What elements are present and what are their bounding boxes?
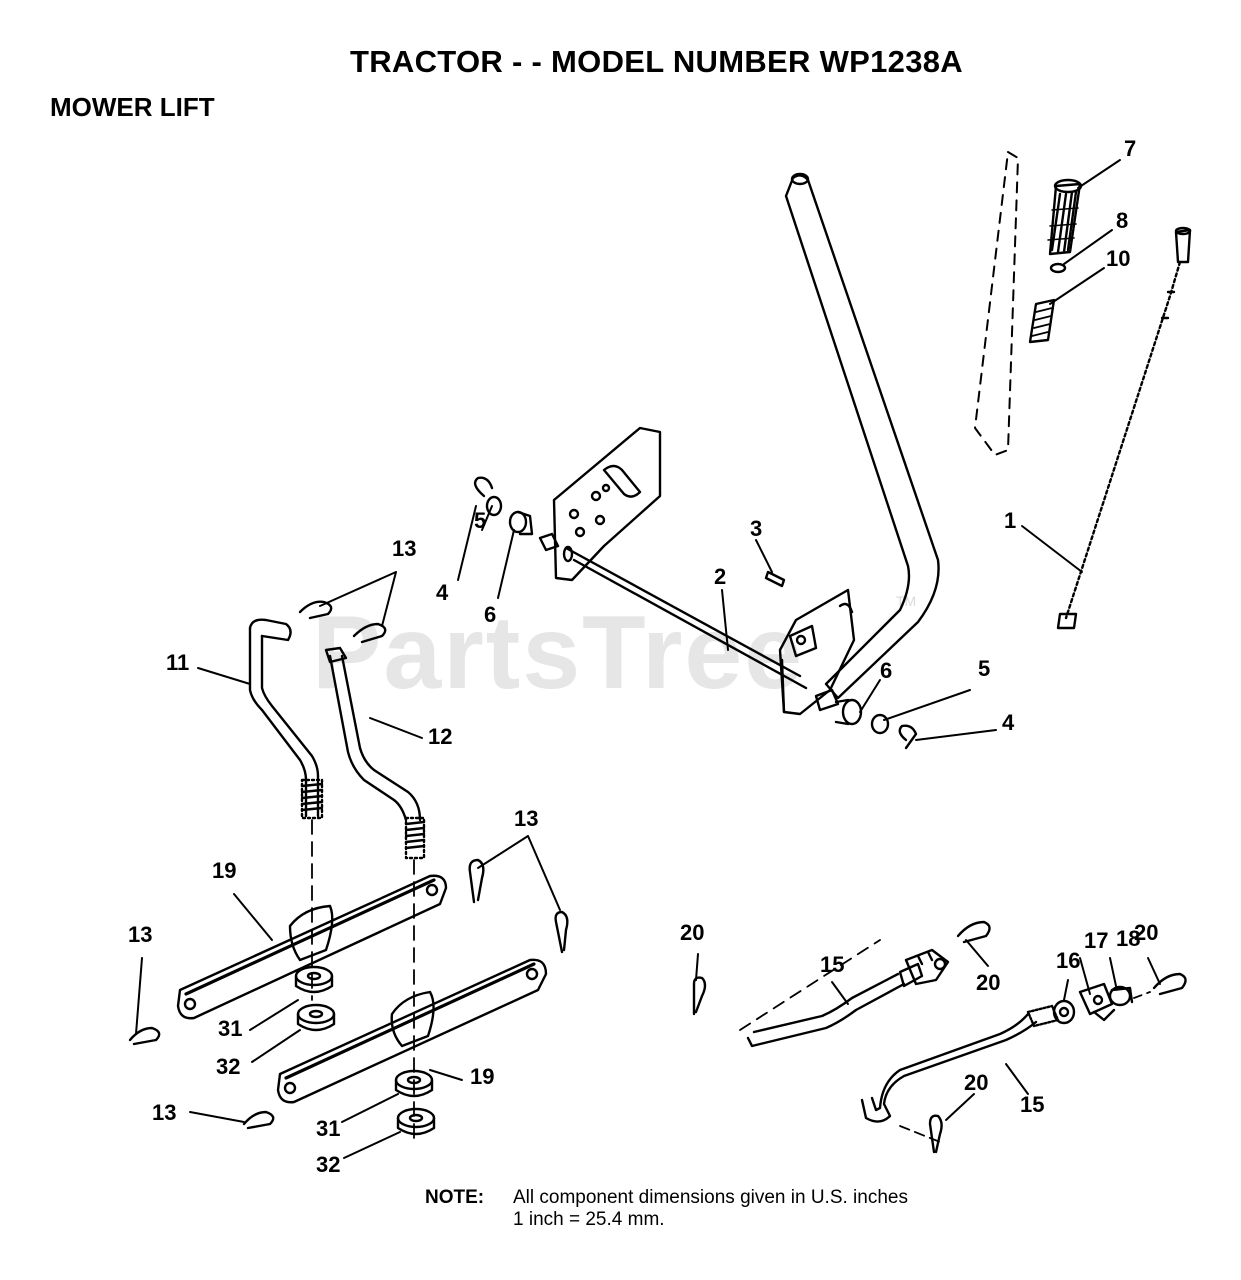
callout-5-bottom: 5 (978, 656, 990, 681)
nut-16 (1052, 999, 1076, 1025)
hairpin-clip-13-a (298, 600, 333, 620)
washer-5-bottom (870, 713, 890, 735)
callout-19-upper: 19 (212, 858, 236, 883)
callout-20-bottom: 20 (964, 1070, 988, 1095)
callout-6-bottom: 6 (880, 658, 892, 683)
callout-5-top: 5 (474, 508, 486, 533)
page-title: TRACTOR - - MODEL NUMBER WP1238A (350, 44, 963, 79)
callout-13-top: 13 (392, 536, 416, 561)
washer-31-upper (294, 965, 334, 994)
nut-32-lower (396, 1107, 436, 1136)
callout-20-left: 20 (680, 920, 704, 945)
nut-32-upper (296, 1003, 336, 1032)
callout-8: 8 (1116, 208, 1128, 233)
callout-17: 17 (1084, 928, 1108, 953)
mounting-plate (552, 426, 662, 582)
callout-20-middle: 20 (976, 970, 1000, 995)
hairpin-clip-13-f (242, 1110, 275, 1130)
callout-31-lower: 31 (316, 1116, 340, 1141)
assembly-line-d (899, 1125, 941, 1143)
dimension-note: NOTE: All component dimensions given in U… (425, 1187, 908, 1231)
lift-rod (1056, 226, 1192, 630)
callout-11: 11 (166, 650, 189, 675)
callout-13-bottom: 13 (152, 1100, 176, 1125)
lift-arm-19-lower (276, 958, 548, 1104)
callout-32-upper: 32 (216, 1054, 240, 1079)
pin-3 (764, 570, 786, 588)
adjustment-link-15-upper (746, 962, 924, 1048)
trunnion-upper (904, 948, 950, 986)
callout-18: 18 (1116, 926, 1140, 951)
hairpin-clip-20-a (692, 976, 707, 1016)
callout-13-right: 13 (514, 806, 538, 831)
callout-32-lower: 32 (316, 1152, 340, 1177)
spring (1028, 298, 1056, 344)
washer-31-lower (394, 1069, 434, 1098)
callout-1: 1 (1004, 508, 1016, 533)
washer (1049, 262, 1067, 274)
hairpin-clip-13-b (352, 622, 387, 644)
callout-3: 3 (750, 516, 762, 541)
lift-link-11 (248, 618, 324, 820)
bushing-6-top (508, 510, 534, 536)
callout-labels: 7 8 10 1 5 4 6 3 2 6 5 4 13 11 12 13 19 … (128, 136, 1158, 1177)
callout-13-left: 13 (128, 922, 152, 947)
callout-31-upper: 31 (218, 1016, 242, 1041)
callout-2: 2 (714, 564, 726, 589)
lift-handle (778, 172, 940, 716)
callout-7: 7 (1124, 136, 1136, 161)
lift-link-12 (324, 646, 426, 860)
handle-dashed-outline (974, 151, 1019, 456)
bushing-18 (1108, 985, 1134, 1007)
lift-arm-19-upper (176, 874, 448, 1020)
assembly-line-e (1133, 991, 1151, 999)
callout-19-lower: 19 (470, 1064, 494, 1089)
note-line-1: All component dimensions given in U.S. i… (513, 1187, 908, 1208)
section-title: MOWER LIFT (50, 92, 215, 122)
cross-shaft (538, 532, 808, 690)
callout-15-upper: 15 (820, 952, 844, 977)
callout-16: 16 (1056, 948, 1080, 973)
hairpin-clip-20-c (928, 1114, 943, 1154)
callout-15-lower: 15 (1020, 1092, 1044, 1117)
hairpin-clip-13-d (554, 910, 569, 954)
leader-lines (135, 159, 1161, 1159)
clip-4-top (473, 476, 494, 498)
callout-12: 12 (428, 724, 452, 749)
assembly-line-c (739, 939, 881, 1031)
hairpin-clip-20-d (1152, 972, 1187, 996)
note-label: NOTE: (425, 1187, 485, 1208)
callout-4-bottom: 4 (1002, 710, 1015, 735)
callout-4-top: 4 (436, 580, 449, 605)
callout-20-right: 20 (1134, 920, 1158, 945)
hairpin-clip-20-b (956, 920, 991, 944)
note-line-2: 1 inch = 25.4 mm. (513, 1209, 665, 1230)
trunnion-17 (1078, 982, 1116, 1022)
clip-4-bottom (898, 724, 918, 750)
washer-5-top (485, 495, 503, 517)
hairpin-clip-13-e (128, 1026, 161, 1046)
callout-10: 10 (1106, 246, 1130, 271)
callout-6-top: 6 (484, 602, 496, 627)
handle-grip (1047, 178, 1083, 256)
hairpin-clip-13-c (468, 858, 485, 904)
watermark: PartsTree (312, 595, 804, 711)
